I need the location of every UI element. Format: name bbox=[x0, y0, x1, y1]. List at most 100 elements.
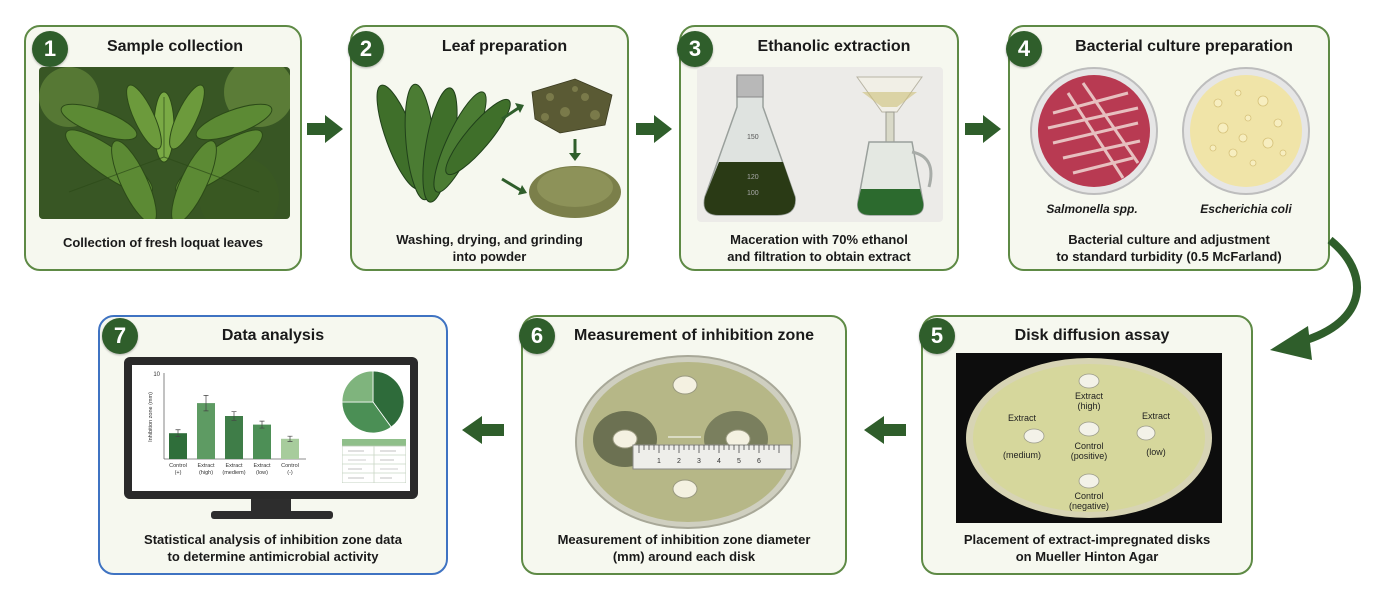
x-tick-label: Extract bbox=[253, 463, 271, 469]
arrow-right-icon bbox=[636, 115, 672, 143]
leaf-preparation-image bbox=[360, 67, 622, 227]
y-tick-label: 10 bbox=[153, 372, 160, 378]
step-6-card: 6 Measurement of inhibition zone 1 2 3 4 bbox=[519, 315, 847, 575]
step-5-title: Disk diffusion assay bbox=[1014, 327, 1170, 344]
error-bar bbox=[203, 395, 209, 412]
x-tick-label: Extract bbox=[197, 463, 215, 469]
step-2-caption-line1: Washing, drying, and grinding bbox=[396, 232, 583, 247]
step-2-card: 2 Leaf preparation bbox=[348, 25, 629, 271]
step-1-badge: 1 bbox=[32, 31, 68, 67]
bacteria-label-salmonella: Salmonella spp. bbox=[1046, 202, 1137, 216]
step-7-caption-line2: to determine antimicrobial activity bbox=[167, 549, 379, 564]
step-3-badge: 3 bbox=[677, 31, 713, 67]
bar bbox=[253, 424, 271, 459]
disk-label: Control bbox=[1074, 491, 1103, 501]
step-6-caption-line2: (mm) around each disk bbox=[612, 549, 756, 564]
step-2-badge: 2 bbox=[348, 31, 384, 67]
disk-label: (negative) bbox=[1069, 501, 1109, 511]
flask-mark: 100 bbox=[747, 190, 759, 197]
x-tick-label: (+) bbox=[175, 470, 182, 476]
step-2-caption-line2: into powder bbox=[452, 249, 527, 264]
bar bbox=[169, 433, 187, 459]
pie-slice bbox=[341, 401, 392, 434]
step-4-card: 4 Bacterial culture preparation Salmonel… bbox=[1006, 25, 1330, 271]
step-1-caption-line1: Collection of fresh loquat leaves bbox=[62, 235, 264, 250]
bar-chart: Inhibition zone (mm) 10 Control(+)Extrac… bbox=[148, 372, 306, 476]
disk-label: Extract bbox=[1075, 391, 1104, 401]
error-bar bbox=[287, 435, 293, 442]
step-5-caption: Placement of extract-impregnated disks o… bbox=[923, 531, 1251, 565]
step-4-caption-line1: Bacterial culture and adjustment bbox=[1068, 232, 1270, 247]
flask-mark: 150 bbox=[747, 134, 759, 141]
disk-diffusion-illustration: Extract (high) Control (positive) Contro… bbox=[956, 353, 1222, 523]
disk-label: (medium) bbox=[1003, 450, 1041, 460]
step-3-caption: Maceration with 70% ethanol and filtrati… bbox=[681, 231, 957, 265]
step-2-title: Leaf preparation bbox=[441, 38, 568, 55]
flask-mark: 120 bbox=[747, 174, 759, 181]
y-axis-label: Inhibition zone (mm) bbox=[148, 392, 154, 442]
loquat-tree-illustration bbox=[39, 67, 290, 219]
step-2-caption: Washing, drying, and grinding into powde… bbox=[352, 231, 627, 265]
arrow-left-icon bbox=[864, 416, 906, 444]
step-6-caption-line1: Measurement of inhibition zone diameter bbox=[557, 532, 811, 547]
step-1-card: 1 Sample collection bbox=[24, 25, 302, 271]
arrow-left-icon bbox=[462, 416, 504, 444]
step-3-title: Ethanolic extraction bbox=[757, 38, 911, 55]
extraction-image: 150 120 100 bbox=[697, 67, 943, 222]
ruler-tick-label: 6 bbox=[757, 458, 761, 465]
bar bbox=[225, 416, 243, 459]
step-6-badge: 6 bbox=[519, 318, 555, 354]
disk-label: (positive) bbox=[1071, 451, 1108, 461]
step-7-card: 7 Data analysis Inhibition zone (mm) 10 … bbox=[98, 315, 448, 575]
monitor: Inhibition zone (mm) 10 Control(+)Extrac… bbox=[124, 357, 418, 499]
error-bar bbox=[259, 420, 265, 429]
step-7-caption-line1: Statistical analysis of inhibition zone … bbox=[144, 532, 402, 547]
x-tick-label: (low) bbox=[256, 470, 268, 476]
step-6-caption: Measurement of inhibition zone diameter … bbox=[523, 531, 845, 565]
step-5-caption-line1: Placement of extract-impregnated disks bbox=[963, 532, 1211, 547]
step-4-caption: Bacterial culture and adjustment to stan… bbox=[1010, 231, 1328, 265]
step-1-title: Sample collection bbox=[106, 38, 244, 55]
x-tick-label: (mediem) bbox=[222, 470, 245, 476]
step-3-caption-line1: Maceration with 70% ethanol bbox=[730, 232, 908, 247]
disk-label: (high) bbox=[1077, 401, 1100, 411]
curved-arrow-icon bbox=[1270, 236, 1362, 360]
x-tick-label: Control bbox=[281, 463, 299, 469]
bacteria-label-ecoli: Escherichia coli bbox=[1200, 202, 1292, 216]
step-7-badge: 7 bbox=[102, 318, 138, 354]
x-tick-label: (high) bbox=[199, 470, 213, 476]
error-bar bbox=[175, 429, 181, 437]
pie-slice bbox=[372, 370, 405, 428]
step-7-title: Data analysis bbox=[221, 327, 325, 344]
monitor-base bbox=[211, 511, 333, 519]
bar bbox=[281, 438, 299, 459]
pie-slice bbox=[341, 370, 374, 403]
ruler-tick-label: 3 bbox=[697, 458, 701, 465]
step-4-title: Bacterial culture preparation bbox=[1075, 38, 1293, 55]
bar bbox=[197, 403, 215, 459]
step-3-card: 3 Ethanolic extraction 150 120 100 Macer… bbox=[677, 25, 959, 271]
arrow-right-icon bbox=[965, 115, 1001, 143]
petri-dishes-illustration: Salmonella spp. Escherichia coli bbox=[1030, 67, 1310, 216]
disk-label: Extract bbox=[1142, 411, 1171, 421]
step-4-badge: 4 bbox=[1006, 31, 1042, 67]
step-5-card: 5 Disk diffusion assay Extract (high) Co… bbox=[919, 315, 1253, 575]
step-3-caption-line2: and filtration to obtain extract bbox=[727, 249, 911, 264]
arrow-right-icon bbox=[307, 115, 343, 143]
error-bar bbox=[231, 411, 237, 421]
disk-label: (low) bbox=[1146, 447, 1166, 457]
monitor-screen: Inhibition zone (mm) 10 Control(+)Extrac… bbox=[132, 365, 410, 491]
step-4-caption-line2: to standard turbidity (0.5 McFarland) bbox=[1056, 249, 1282, 264]
leaf-powder-illustration bbox=[376, 78, 621, 218]
ruler-tick-label: 2 bbox=[677, 458, 681, 465]
x-tick-label: Control bbox=[169, 463, 187, 469]
step-1-caption: Collection of fresh loquat leaves bbox=[26, 234, 300, 251]
data-table bbox=[342, 439, 406, 483]
disk-label: Control bbox=[1074, 441, 1103, 451]
monitor-neck bbox=[251, 499, 291, 511]
x-tick-label: Extract bbox=[225, 463, 243, 469]
step-7-caption: Statistical analysis of inhibition zone … bbox=[100, 531, 446, 565]
ruler-tick-label: 5 bbox=[737, 458, 741, 465]
ruler-tick-label: 1 bbox=[657, 458, 661, 465]
step-5-badge: 5 bbox=[919, 318, 955, 354]
